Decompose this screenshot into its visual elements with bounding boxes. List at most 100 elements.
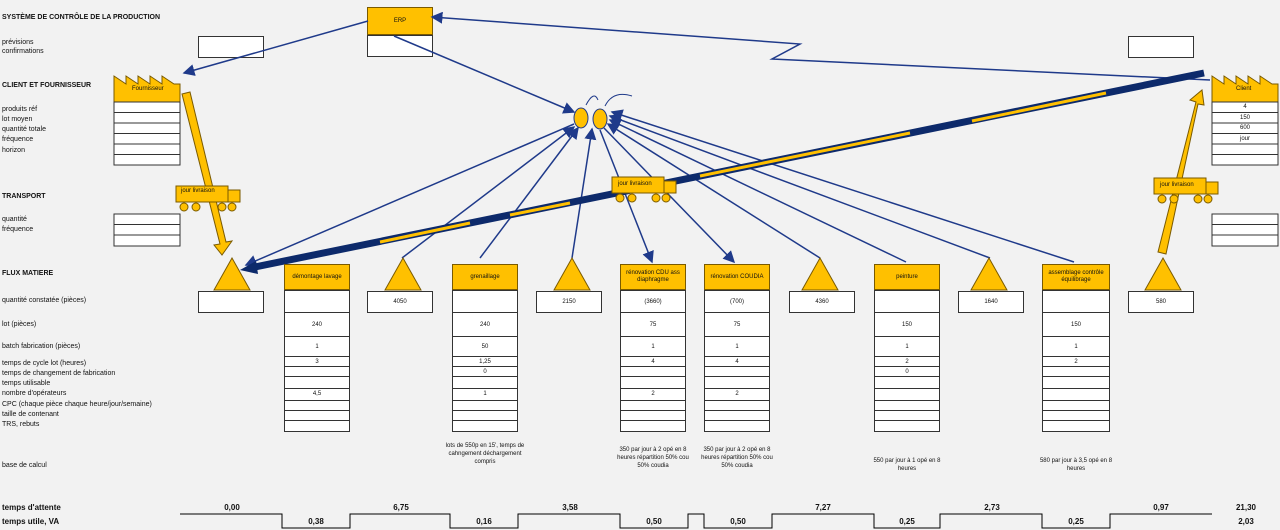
cell-trs xyxy=(875,421,939,431)
supplier-factory-icon xyxy=(113,75,181,103)
row-label-qty: quantité constatée (pièces) xyxy=(2,297,87,304)
cell-useful xyxy=(285,377,349,389)
process-note: 350 par jour à 2 opé en 8 heures réparti… xyxy=(701,447,773,469)
cell-batch: 1 xyxy=(875,337,939,357)
process-grid: 240 1 3 4,5 xyxy=(284,290,350,432)
cell-operators: 2 xyxy=(705,389,769,401)
inventory-icon-1 xyxy=(213,256,251,291)
cell-cycle: 2 xyxy=(1043,357,1109,367)
label-frequence: fréquence xyxy=(2,136,34,143)
timeline-ladder xyxy=(180,513,1212,529)
wait-value-1: 0,00 xyxy=(224,503,240,512)
control-box-left xyxy=(198,36,264,58)
stock-box-4: 4360 xyxy=(789,291,855,313)
useful-value-2: 0,16 xyxy=(476,517,492,526)
timeline-wait-label: temps d'attente xyxy=(2,503,61,512)
row-label-cycle: temps de cycle lot (heures) xyxy=(2,360,87,367)
client-value-ref: 4 xyxy=(1243,104,1247,110)
schedule-icon-1 xyxy=(573,107,589,129)
truck-label-1: jour livraison xyxy=(181,188,215,194)
cell-lot: 75 xyxy=(621,313,685,337)
process-header: rénovation COUDIA xyxy=(704,264,770,290)
cell-change xyxy=(621,367,685,377)
inventory-icon-5 xyxy=(970,256,1008,291)
timeline-useful-label: temps utile, VA xyxy=(2,517,60,526)
cell-trs xyxy=(453,421,517,431)
stock-box-6: 580 xyxy=(1128,291,1194,313)
inventory-icon-4 xyxy=(801,256,839,291)
cell-useful xyxy=(875,377,939,389)
stock-box-1 xyxy=(198,291,264,313)
useful-total: 2,03 xyxy=(1238,517,1254,526)
wait-total: 21,30 xyxy=(1235,503,1257,512)
label-produits: produits réf xyxy=(2,106,38,113)
cell-cpc xyxy=(705,401,769,411)
cell-container xyxy=(453,411,517,421)
supplier-label: Fournisseur xyxy=(132,86,164,92)
process-header: démontage lavage xyxy=(284,264,350,290)
client-value-freq: jour xyxy=(1239,136,1250,142)
cell-cycle: 1,25 xyxy=(453,357,517,367)
label-horizon: horizon xyxy=(2,147,25,154)
client-value-lot: 150 xyxy=(1239,115,1250,121)
cell-batch: 1 xyxy=(285,337,349,357)
process-header: assemblage contrôle équilibrage xyxy=(1042,264,1110,290)
stock-box-5: 1640 xyxy=(958,291,1024,313)
cell-trs xyxy=(285,421,349,431)
cell-container xyxy=(705,411,769,421)
cell-trs xyxy=(705,421,769,431)
label-previsions: prévisions xyxy=(2,39,34,46)
row-label-useful: temps utilisable xyxy=(2,380,51,387)
inventory-icon-2 xyxy=(384,256,422,291)
cell-cycle: 4 xyxy=(705,357,769,367)
process-grid: 240 50 1,25 0 1 xyxy=(452,290,518,432)
stock-box-2: 4050 xyxy=(367,291,433,313)
cell-qty xyxy=(285,291,349,313)
process-grid: (700) 75 1 4 2 xyxy=(704,290,770,432)
cell-operators xyxy=(1043,389,1109,401)
row-label-lot: lot (pièces) xyxy=(2,321,37,328)
useful-value-5: 0,25 xyxy=(899,517,915,526)
cell-container xyxy=(285,411,349,421)
cell-batch: 50 xyxy=(453,337,517,357)
cell-cpc xyxy=(285,401,349,411)
push-arrow-icon xyxy=(240,69,1205,274)
cell-cycle: 3 xyxy=(285,357,349,367)
client-shipment-arrow-icon xyxy=(1157,89,1205,255)
process-grid: 150 1 2 0 xyxy=(874,290,940,432)
truck-icon-3 xyxy=(1153,177,1219,204)
wait-value-6: 0,97 xyxy=(1153,503,1169,512)
truck-label-2: jour livraison xyxy=(618,181,652,187)
section-client-supplier: CLIENT ET FOURNISSEUR xyxy=(2,82,92,89)
cell-batch: 1 xyxy=(1043,337,1109,357)
client-factory-icon xyxy=(1211,75,1279,103)
useful-value-4: 0,50 xyxy=(730,517,746,526)
cell-lot: 240 xyxy=(453,313,517,337)
cell-cpc xyxy=(621,401,685,411)
truck-label-3: jour livraison xyxy=(1160,182,1194,188)
cell-qty: (700) xyxy=(705,291,769,313)
cell-operators: 2 xyxy=(621,389,685,401)
truck-icon-1 xyxy=(175,185,241,212)
row-label-container: taille de contenant xyxy=(2,411,59,418)
cell-change: 0 xyxy=(875,367,939,377)
cell-cpc xyxy=(1043,401,1109,411)
cell-batch: 1 xyxy=(621,337,685,357)
cell-cycle: 4 xyxy=(621,357,685,367)
row-label-batch: batch fabrication (pièces) xyxy=(2,343,81,350)
process-header: grenaillage xyxy=(452,264,518,290)
client-value-total: 600 xyxy=(1239,125,1250,131)
process-grid: 150 1 2 xyxy=(1042,290,1110,432)
cell-useful xyxy=(453,377,517,389)
cell-trs xyxy=(621,421,685,431)
truck-icon-2 xyxy=(611,176,677,203)
wait-value-2: 6,75 xyxy=(393,503,409,512)
label-transport-qte: quantité xyxy=(2,216,27,223)
cell-operators: 4,5 xyxy=(285,389,349,401)
cell-change: 0 xyxy=(453,367,517,377)
cell-qty xyxy=(453,291,517,313)
cell-cycle: 2 xyxy=(875,357,939,367)
process-note: lots de 550p en 15', temps de cahngement… xyxy=(445,443,525,465)
inventory-icon-6 xyxy=(1144,256,1182,291)
